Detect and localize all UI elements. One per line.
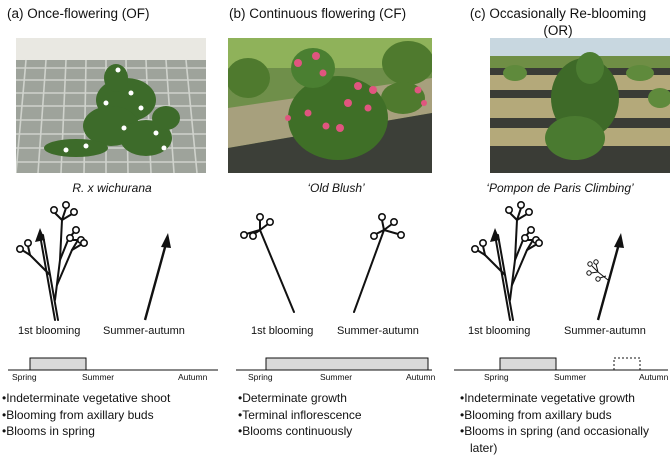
trait-item: Blooms in spring (and occasionally <box>460 423 649 440</box>
panel-header: (c) Occasionally Re-blooming (OR) <box>448 5 668 39</box>
label-summer-autumn: Summer-autumn <box>564 325 646 337</box>
label-summer-autumn: Summer-autumn <box>337 325 419 337</box>
season-summer: Summer <box>320 372 352 382</box>
growth-diagram <box>0 200 224 395</box>
season-spring: Spring <box>248 372 273 382</box>
panel-once-flowering: (a) Once-flowering (OF) <box>0 0 224 450</box>
cultivar-name: ‘Pompon de Paris Climbing’ <box>448 181 672 195</box>
bloom-period-bar <box>266 358 428 370</box>
season-summer: Summer <box>82 372 114 382</box>
occasional-bloom-bar <box>614 358 640 370</box>
trait-item: Blooming from axillary buds <box>460 407 649 424</box>
season-spring: Spring <box>12 372 37 382</box>
label-first-blooming: 1st blooming <box>18 325 80 337</box>
cultivar-name: R. x wichurana <box>0 181 224 195</box>
bloom-period-bar <box>30 358 86 370</box>
main-shoot <box>40 235 55 320</box>
season-autumn: Autumn <box>178 372 207 382</box>
second-shoot <box>145 240 167 320</box>
trait-item-continuation: later) <box>460 440 649 456</box>
trait-item: Indeterminate vegetative shoot <box>2 390 170 407</box>
trait-item: Blooming from axillary buds <box>2 407 170 424</box>
label-first-blooming: 1st blooming <box>468 325 530 337</box>
first-shoot <box>260 230 294 312</box>
label-first-blooming: 1st blooming <box>251 325 313 337</box>
season-summer: Summer <box>554 372 586 382</box>
trait-item: Determinate growth <box>238 390 362 407</box>
panel-header: (b) Continuous flowering (CF) <box>229 5 406 22</box>
label-summer-autumn: Summer-autumn <box>103 325 185 337</box>
photo-rosa-wichurana <box>16 38 206 173</box>
season-spring: Spring <box>484 372 509 382</box>
panel-occasionally-reblooming: (c) Occasionally Re-blooming (OR) ‘Pompo… <box>448 0 672 450</box>
panel-header-line1: (c) Occasionally Re-blooming <box>448 5 668 22</box>
cultivar-name: ‘Old Blush’ <box>224 181 448 195</box>
growth-diagram <box>448 200 672 395</box>
panel-header: (a) Once-flowering (OF) <box>7 5 150 22</box>
trait-item: Indeterminate vegetative growth <box>460 390 649 407</box>
season-autumn: Autumn <box>639 372 668 382</box>
trait-list: Indeterminate vegetative growth Blooming… <box>460 390 649 456</box>
trait-item: Blooms continuously <box>238 423 362 440</box>
trait-item: Terminal inflorescence <box>238 407 362 424</box>
second-shoot <box>354 230 384 312</box>
panel-continuous-flowering: (b) Continuous flowering (CF) ‘Old Blush… <box>224 0 448 450</box>
trait-list: Determinate growth Terminal inflorescenc… <box>238 390 362 440</box>
trait-item: Blooms in spring <box>2 423 170 440</box>
bloom-period-bar <box>500 358 556 370</box>
photo-old-blush <box>228 38 432 173</box>
panel-header-line2: (OR) <box>448 22 668 39</box>
season-autumn: Autumn <box>406 372 435 382</box>
growth-diagram <box>224 200 448 395</box>
second-shoot <box>598 240 620 320</box>
main-shoot <box>495 235 510 320</box>
trait-list: Indeterminate vegetative shoot Blooming … <box>2 390 170 440</box>
photo-pompon-de-paris <box>490 38 670 173</box>
